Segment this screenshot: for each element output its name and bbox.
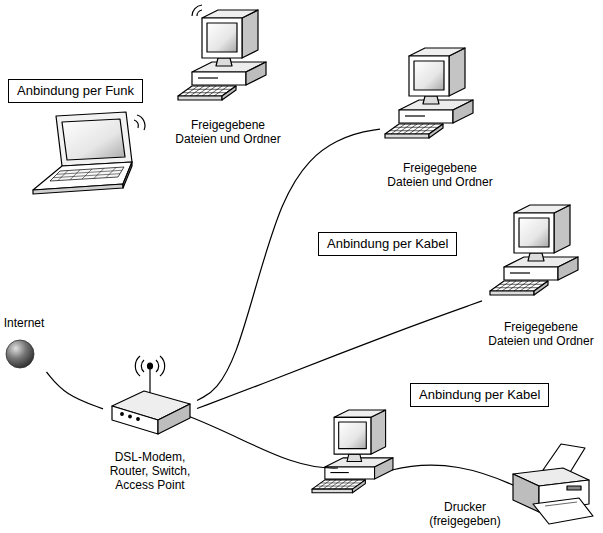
cable [392,465,515,486]
device-caption: Internet [0,316,48,330]
network-cable [197,129,380,400]
label-box: Anbindung per Kabel [410,383,549,407]
network-cable [47,372,103,409]
device-caption: Freigegebene Dateien und Ordner [173,118,283,146]
device-node: Internet [0,316,48,372]
wireless-waves [192,5,202,16]
box-label: Anbindung per Kabel [327,236,448,252]
computer-icon [312,410,393,493]
laptop-icon [33,112,145,194]
computer-icon [385,48,473,138]
box-label: Anbindung per Kabel [419,387,540,403]
label-box: Anbindung per Kabel [318,232,457,256]
device-caption: Freigegebene Dateien und Ordner [385,161,495,189]
device-node: Freigegebene Dateien und Ordner [482,205,600,355]
device-caption: Freigegebene Dateien und Ordner [486,320,596,348]
device-node: DSL-Modem, Router, Switch, Access Point [103,356,197,496]
cable [188,416,338,468]
device-node: Freigegebene Dateien und Ordner [380,48,500,193]
label-box: Anbindung per Funk [8,79,143,103]
printer-icon [513,444,593,524]
computer-icon [490,205,578,295]
device-caption: DSL-Modem, Router, Switch, Access Point [105,450,195,492]
internet-globe [6,340,34,368]
computer-icon [178,10,266,100]
router-icon [112,356,190,434]
device-node: Drucker (freigegeben) [420,440,598,530]
device-node: Freigegebene Dateien und Ordner [173,5,283,150]
device-caption: Drucker (freigegeben) [420,500,510,528]
box-label: Anbindung per Funk [17,83,134,99]
